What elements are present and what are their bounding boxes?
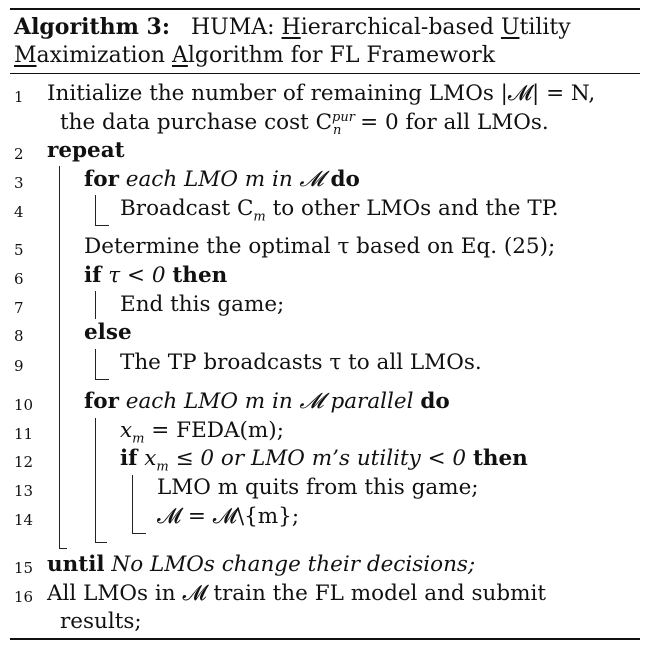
line-15: until No LMOs change their decisions; (47, 552, 476, 577)
else-block-end (95, 379, 109, 380)
else-block-line (95, 349, 96, 379)
line-1-cont: the data purchase cost Cpurn = 0 for all… (60, 110, 549, 139)
line-4: Broadcast Cm to other LMOs and the TP. (120, 196, 559, 225)
line-number: 1 (14, 88, 24, 106)
line-number: 14 (14, 511, 34, 529)
line-16: All LMOs in 𝓜 train the FL model and sub… (47, 581, 547, 606)
line-number: 7 (14, 299, 24, 317)
algorithm-caption: Algorithm 3: HUMA: Hierarchical-based Ut… (14, 14, 571, 40)
algorithm-caption-line2: Maximization Algorithm for FL Framework (14, 43, 496, 68)
line-number: 11 (14, 425, 34, 443)
inner-if-block-line (132, 475, 133, 533)
line-number: 12 (14, 453, 34, 471)
line-13: LMO m quits from this game; (157, 475, 479, 500)
bottom-rule (10, 638, 640, 640)
line-7: End this game; (120, 292, 285, 317)
line-2: repeat (47, 138, 125, 163)
line-14: 𝓜 = 𝓜\{m}; (157, 504, 300, 529)
repeat-block-line (59, 166, 60, 548)
inner-if-block-end (132, 533, 146, 534)
line-number: 15 (14, 559, 34, 577)
line-1: Initialize the number of remaining LMOs … (47, 81, 596, 106)
parallel-block-line (95, 418, 96, 542)
top-rule (10, 8, 640, 10)
line-5: Determine the optimal τ based on Eq. (25… (84, 234, 556, 259)
if-block-line (95, 291, 96, 319)
line-11: xm = FEDA(m); (120, 418, 284, 447)
line-number: 3 (14, 174, 24, 192)
algorithm-label: Algorithm 3: (14, 14, 170, 40)
repeat-block-end (59, 548, 67, 549)
line-number: 10 (14, 396, 34, 414)
line-10: for each LMO m in 𝓜 parallel do (84, 389, 450, 414)
line-9: The TP broadcasts τ to all LMOs. (120, 350, 482, 375)
line-number: 8 (14, 327, 24, 345)
line-16-cont: results; (60, 609, 142, 634)
line-number: 13 (14, 482, 34, 500)
line-6: if τ < 0 then (84, 263, 228, 288)
line-number: 16 (14, 588, 34, 606)
line-number: 9 (14, 357, 24, 375)
line-number: 6 (14, 270, 24, 288)
for-block-end (95, 225, 109, 226)
caption-rule (10, 73, 640, 74)
line-12: if xm ≤ 0 or LMO m’s utility < 0 then (120, 446, 528, 475)
line-8: else (84, 320, 132, 345)
line-number: 2 (14, 145, 24, 163)
for-block-line (95, 195, 96, 225)
line-3: for each LMO m in 𝓜 do (84, 167, 360, 192)
line-number: 4 (14, 203, 24, 221)
parallel-block-end (95, 542, 107, 543)
line-number: 5 (14, 241, 24, 259)
